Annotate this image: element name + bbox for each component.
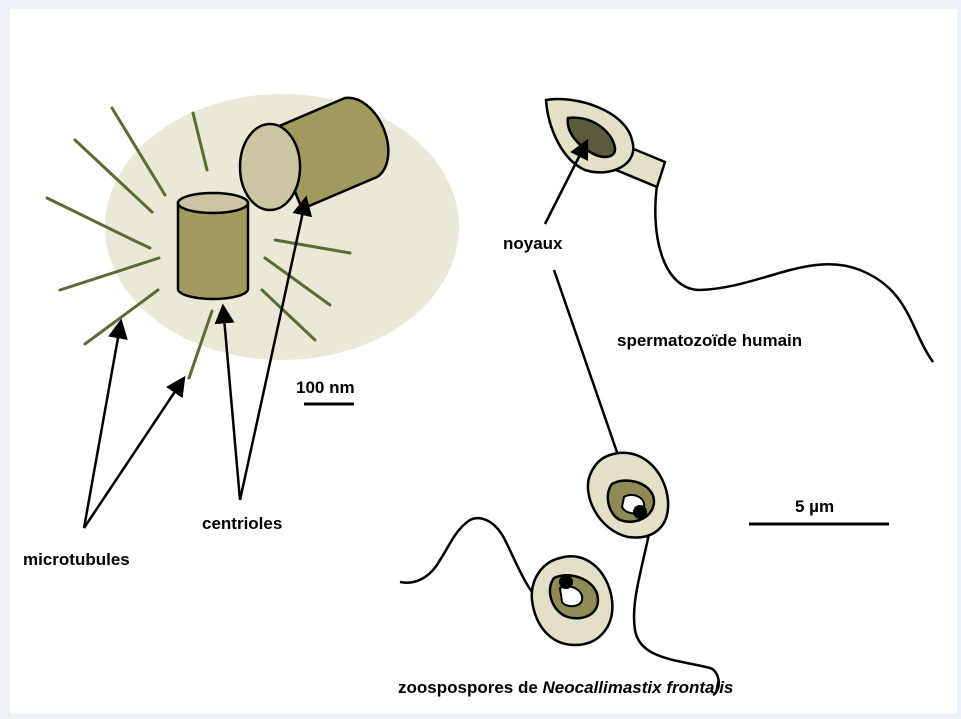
zoospore-lower xyxy=(400,518,612,645)
label-zoospores-prefix: zoospospores de xyxy=(398,678,543,697)
arrow-microtubule-1 xyxy=(84,321,121,528)
label-spermatozoide: spermatozoïde humain xyxy=(617,331,802,350)
label-microtubules: microtubules xyxy=(23,550,130,569)
arrow-noyau-zoospore xyxy=(554,270,628,484)
microtubule xyxy=(85,290,158,344)
label-centrioles: centrioles xyxy=(202,514,282,533)
scale-label-5um: 5 µm xyxy=(795,497,834,516)
arrow-microtubule-2 xyxy=(84,378,184,528)
centriole-vertical xyxy=(178,193,248,299)
label-noyaux: noyaux xyxy=(503,234,563,253)
arrows-noyaux xyxy=(545,141,628,484)
zoospore-upper xyxy=(588,453,719,695)
label-zoospores-species: Neocallimastix frontalis xyxy=(543,678,734,697)
scale-label-100nm: 100 nm xyxy=(296,378,355,397)
label-zoospores: zoospospores de Neocallimastix frontalis xyxy=(398,678,733,697)
sperm-cell xyxy=(546,99,933,362)
